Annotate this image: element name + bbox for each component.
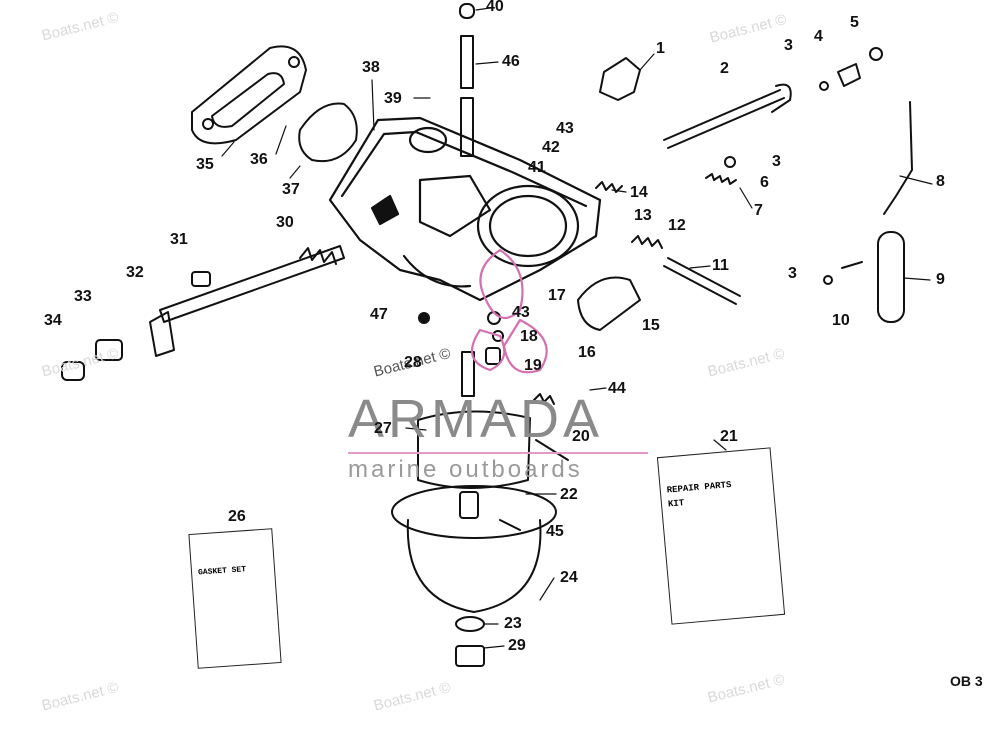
part-label: 11 bbox=[712, 257, 729, 274]
drawing-code: OB 3 bbox=[950, 673, 983, 689]
part-label: 1 bbox=[656, 40, 665, 57]
part-label: 17 bbox=[548, 287, 566, 304]
repair-kit-card: REPAIR PARTS KIT bbox=[656, 447, 786, 625]
throttle-plate-shape bbox=[298, 102, 358, 162]
flange-gasket-shape bbox=[191, 45, 307, 145]
part-label: 38 bbox=[362, 59, 380, 76]
part-label: 9 bbox=[936, 271, 945, 288]
part-label: 3 bbox=[788, 265, 797, 282]
part-label: 31 bbox=[170, 231, 188, 248]
part-label: 43 bbox=[556, 120, 574, 137]
brand-tagline: marine outboards bbox=[348, 456, 583, 483]
part-label: 3 bbox=[784, 37, 793, 54]
part-label: 14 bbox=[630, 184, 648, 201]
part-label: 15 bbox=[642, 317, 660, 334]
part-label: 27 bbox=[374, 420, 392, 437]
brand-logo-mark bbox=[470, 248, 548, 374]
part-label: 28 bbox=[404, 354, 422, 371]
part-label: 19 bbox=[524, 357, 542, 374]
part-label: 18 bbox=[520, 328, 538, 345]
part-label: 22 bbox=[560, 486, 578, 503]
part-label: 23 bbox=[504, 615, 522, 632]
part-label: 13 bbox=[634, 207, 652, 224]
part-label: 4 bbox=[814, 28, 823, 45]
part-label: 16 bbox=[578, 344, 596, 361]
part-label: 10 bbox=[832, 312, 850, 329]
part-label: 44 bbox=[608, 380, 626, 397]
part-label: 30 bbox=[276, 214, 294, 231]
part-label: 47 bbox=[370, 306, 388, 323]
part-label: 5 bbox=[850, 14, 859, 31]
part-label: 45 bbox=[546, 523, 564, 540]
part-label: 40 bbox=[486, 0, 504, 15]
leader-lines bbox=[221, 7, 933, 649]
part-label: 8 bbox=[936, 173, 945, 190]
gasket-set-text: GASKET SET bbox=[197, 565, 247, 578]
brand-name: ARMADA bbox=[348, 389, 604, 449]
part-label: 46 bbox=[502, 53, 520, 70]
carburetor-body-shape bbox=[328, 116, 602, 302]
part-label: 12 bbox=[668, 217, 686, 234]
gasket-set-card: GASKET SET bbox=[188, 528, 282, 669]
part-label: 34 bbox=[44, 312, 62, 329]
part-label: 7 bbox=[754, 202, 763, 219]
part-label: 41 bbox=[528, 159, 546, 176]
part-label: 24 bbox=[560, 569, 578, 586]
part-label: 37 bbox=[282, 181, 300, 198]
tube-shape bbox=[460, 35, 474, 89]
part-label: 33 bbox=[74, 288, 92, 305]
repair-kit-text: REPAIR PARTS KIT bbox=[666, 479, 732, 510]
part-label: 42 bbox=[542, 139, 560, 156]
part-label: 3 bbox=[772, 153, 781, 170]
part-label: 36 bbox=[250, 151, 268, 168]
part-label: 39 bbox=[384, 90, 402, 107]
brand-divider bbox=[348, 452, 648, 454]
part-label: 20 bbox=[572, 428, 590, 445]
part-label: 43 bbox=[512, 304, 530, 321]
part-label: 2 bbox=[720, 60, 729, 77]
part-label: 32 bbox=[126, 264, 144, 281]
part-label: 26 bbox=[228, 508, 246, 525]
part-label: 35 bbox=[196, 156, 214, 173]
part-label: 6 bbox=[760, 174, 769, 191]
part-label: 29 bbox=[508, 637, 526, 654]
part-label: 21 bbox=[720, 428, 738, 445]
